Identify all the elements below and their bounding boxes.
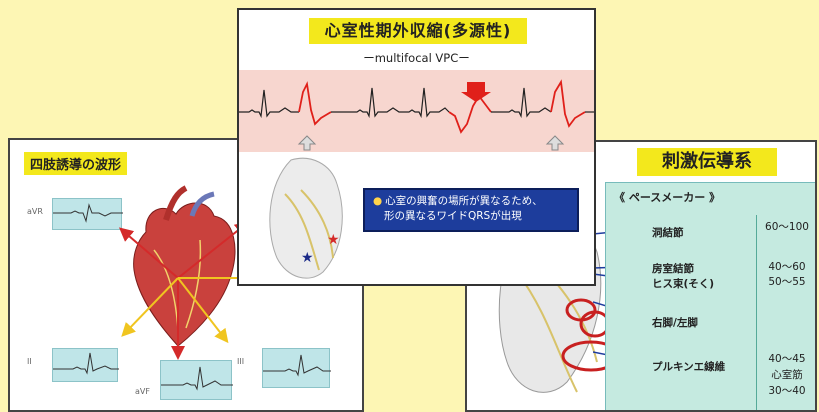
heart-axis-illustration [118, 185, 256, 360]
rate-purkinje: 40〜45 [768, 353, 806, 365]
ii-label: II [27, 357, 32, 366]
ecg-avf-box: aVF [135, 360, 233, 400]
avf-waveform [161, 366, 233, 391]
avr-label: aVR [27, 207, 43, 216]
iii-waveform [263, 354, 331, 377]
ecg-ii-box: II [27, 348, 119, 382]
info-line-2: 形の異なるワイドQRSが出現 [384, 210, 522, 222]
rate-av: 40〜60 [768, 261, 806, 273]
node-av: 房室結節 [652, 263, 694, 275]
rate-ventricle: 30〜40 [768, 385, 806, 397]
blue-star-icon: ★ [301, 250, 314, 266]
ecg-strip [239, 70, 594, 152]
pacemaker-header: 《 ペースメーカー 》 [614, 191, 721, 204]
ecg-iii-box: III [237, 348, 331, 388]
ecg-avr-box: aVR [27, 198, 123, 230]
ii-waveform [53, 352, 119, 375]
node-his: ヒス束(そく) [652, 278, 715, 290]
rate-his: 50〜55 [768, 276, 806, 288]
avf-label: aVF [135, 387, 150, 396]
info-line-1: 心室の興奮の場所が異なるため、 [385, 195, 543, 207]
node-bundle-branches: 右脚/左脚 [652, 317, 698, 329]
rate-column: 60〜100 40〜60 50〜55 40〜45 心室筋 30〜40 [756, 215, 815, 410]
vpc-subtitle: ーmultifocal VPCー [363, 51, 470, 65]
pacemaker-panel: 《 ペースメーカー 》 洞結節 房室結節 ヒス束(そく) 右脚/左脚 プルキンエ… [605, 182, 815, 410]
red-down-arrow-icon [461, 82, 491, 102]
gray-up-arrow-icon [297, 135, 317, 151]
multifocal-vpc-slide: 心室性期外収縮(多源性) ーmultifocal VPCー ★ ★ ●心室の興奮… [237, 8, 596, 286]
ecg-rhythm-strip [239, 79, 594, 151]
vpc-title: 心室性期外収縮(多源性) [309, 18, 527, 44]
rate-sinus: 60〜100 [765, 221, 809, 233]
red-star-icon: ★ [327, 232, 340, 248]
gray-up-arrow-icon-2 [545, 135, 565, 151]
vpc-info-box: ●心室の興奮の場所が異なるため、 形の異なるワイドQRSが出現 [363, 188, 579, 232]
avr-waveform [53, 203, 123, 223]
node-sinus: 洞結節 [652, 227, 684, 239]
node-purkinje: プルキンエ線維 [652, 361, 726, 373]
limb-leads-title: 四肢誘導の波形 [24, 152, 128, 175]
conduction-system-title: 刺激伝導系 [637, 148, 777, 176]
iii-label: III [237, 357, 245, 366]
bullet-icon: ● [373, 195, 383, 207]
rate-ventricle-label: 心室筋 [771, 369, 803, 381]
heart-foci-illustration: ★ ★ [269, 157, 343, 279]
